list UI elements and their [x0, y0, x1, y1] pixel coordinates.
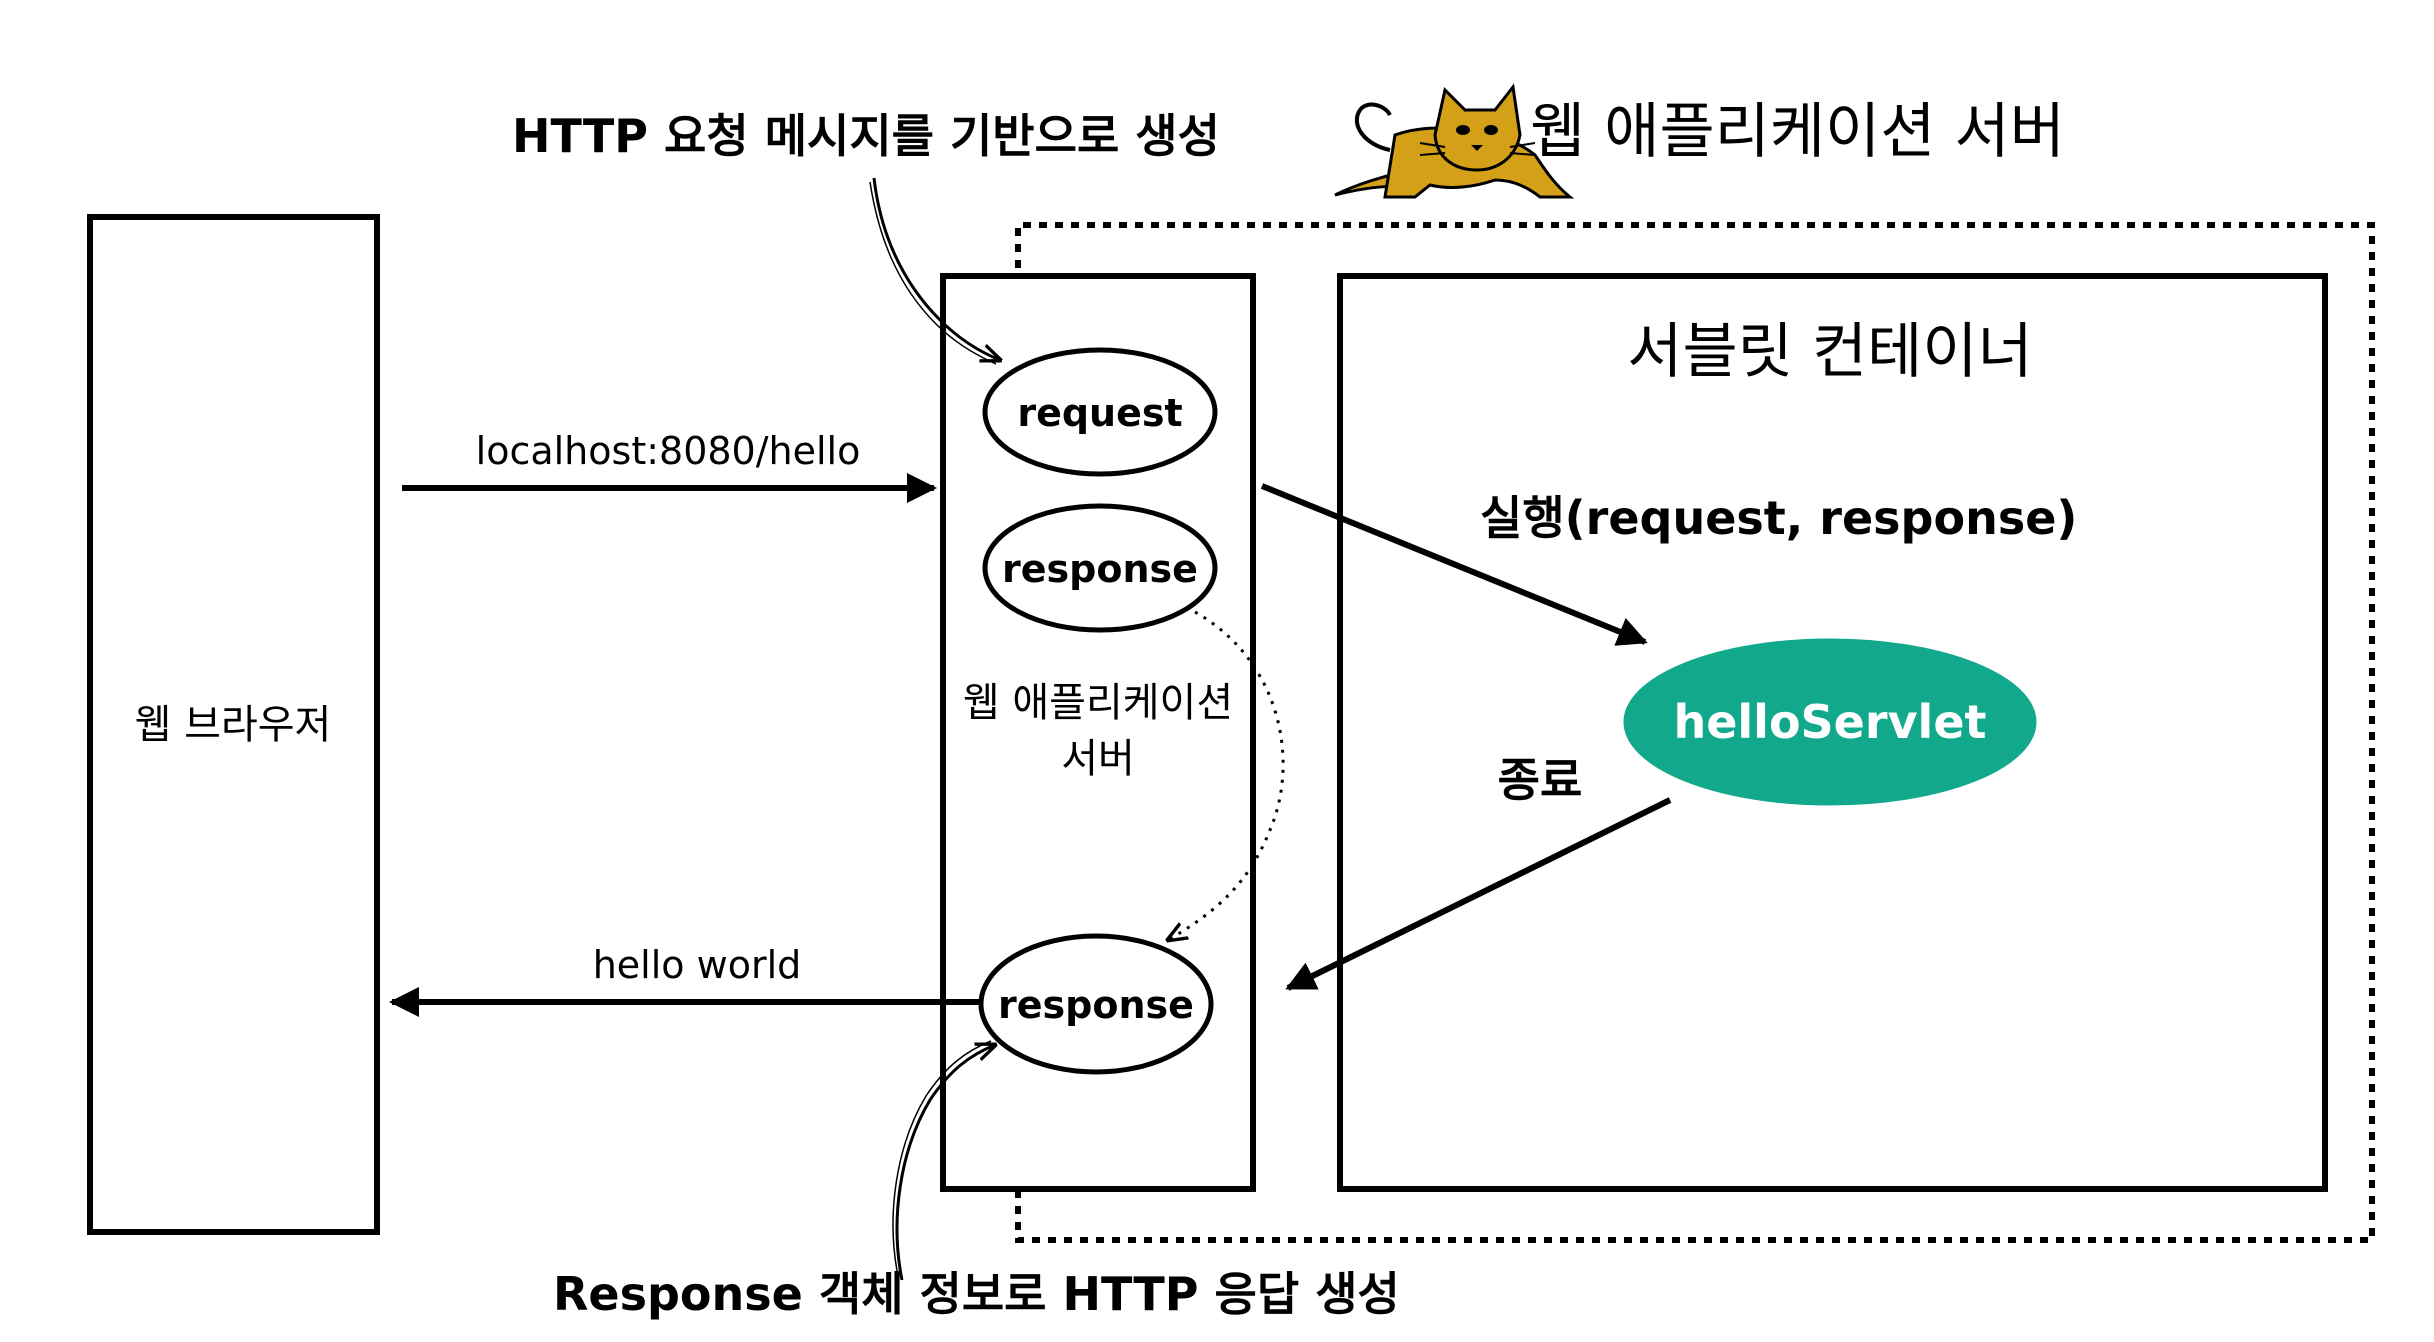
tomcat-cat-icon: [1334, 83, 1575, 199]
finish-arrow: [1285, 797, 1672, 991]
web-browser-box: [87, 214, 380, 1235]
execute-arrow: [1260, 483, 1648, 646]
response-message-note: Response 객체 정보로 HTTP 응답 생성: [553, 1267, 1400, 1321]
servlet-container-title: 서블릿 컨테이너: [1627, 317, 2032, 387]
was-label-line2: 서버: [1061, 736, 1135, 782]
request-note-pointer: [869, 177, 1000, 365]
hello-servlet-ellipse: [1623, 638, 2037, 806]
response-object-label: response: [1002, 547, 1198, 591]
response-note-pointer: [892, 1040, 995, 1281]
request-url-label: localhost:8080/hello: [476, 429, 861, 473]
response-returned-label: response: [998, 983, 1194, 1027]
was-label-line1: 웹 애플리케이션: [963, 680, 1233, 726]
request-message-note: HTTP 요청 메시지를 기반으로 생성: [512, 109, 1220, 163]
response-body-label: hello world: [593, 943, 802, 987]
web-browser-label: 웹 브라우저: [135, 702, 332, 748]
response-object-ellipse: [982, 503, 1218, 633]
hello-servlet-label: helloServlet: [1673, 695, 1986, 749]
server-title: 웹 애플리케이션 서버: [1530, 97, 2065, 167]
request-object-ellipse: [982, 347, 1218, 477]
execute-label: 실행(request, response): [1480, 491, 2077, 545]
finish-label: 종료: [1498, 753, 1583, 807]
response-returned-ellipse: [978, 933, 1214, 1075]
was-boundary: [1015, 222, 2375, 1243]
request-object-label: request: [1017, 391, 1182, 435]
